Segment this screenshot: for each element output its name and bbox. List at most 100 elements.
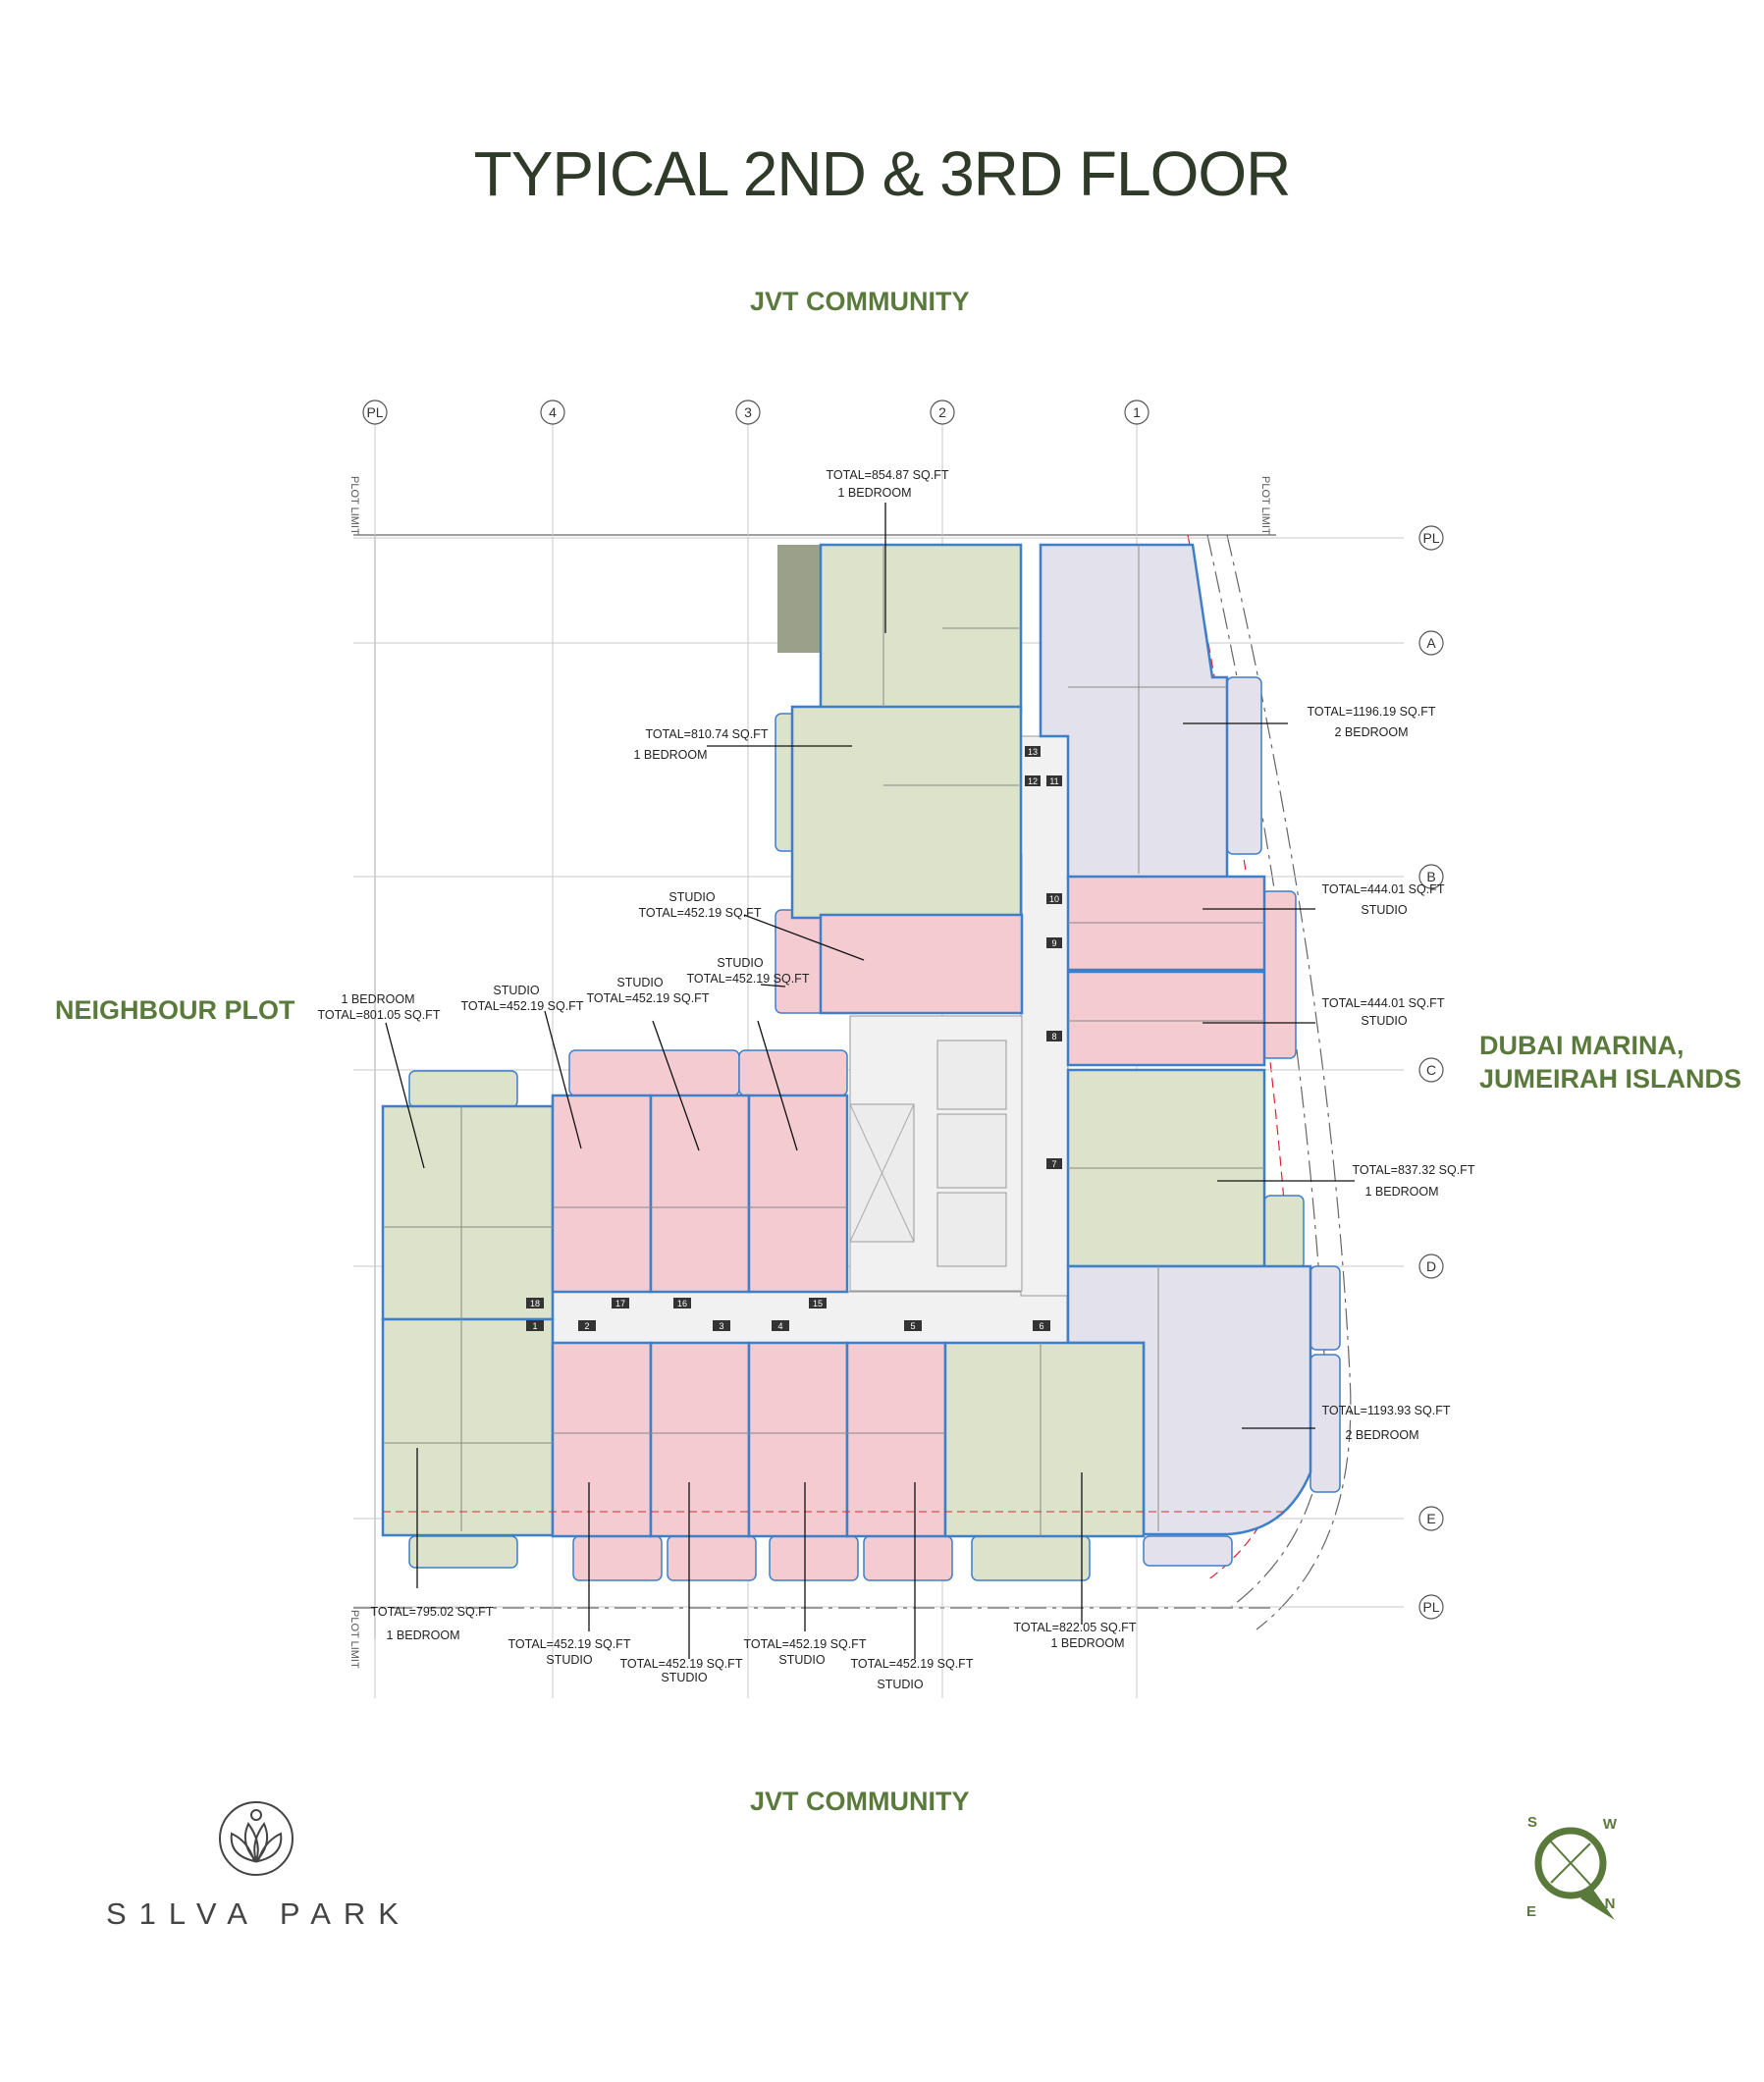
door-3: 3 xyxy=(719,1321,723,1331)
unit-label-type: 2 BEDROOM xyxy=(1345,1428,1418,1442)
door-8: 8 xyxy=(1051,1032,1056,1041)
unit-label-type: 1 BEDROOM xyxy=(1050,1636,1124,1650)
unit-label-area: TOTAL=452.19 SQ.FT xyxy=(639,906,762,920)
unit-studio-top-2 xyxy=(649,1094,751,1294)
north-label: JVT COMMUNITY xyxy=(750,287,970,316)
unit-label-area: TOTAL=837.32 SQ.FT xyxy=(1353,1163,1475,1177)
compass-letter-w: W xyxy=(1603,1816,1618,1833)
unit-label-type: 1 BEDROOM xyxy=(341,992,414,1006)
balconies xyxy=(408,545,1341,1581)
unit-1br-795 xyxy=(381,1317,555,1537)
unit-label-type: STUDIO xyxy=(717,956,764,970)
unit-1br-822 xyxy=(943,1341,1146,1538)
unit-label-type: 1 BEDROOM xyxy=(837,486,911,500)
unit-label-area: TOTAL=452.19 SQ.FT xyxy=(461,999,584,1013)
grid-row-b: B xyxy=(1426,869,1435,884)
compass-letter-n: N xyxy=(1605,1895,1616,1912)
door-4: 4 xyxy=(777,1321,782,1331)
compass-letter-e: E xyxy=(1526,1903,1536,1920)
grid-row-markers xyxy=(1418,525,1444,1620)
unit-label-area: TOTAL=452.19 SQ.FT xyxy=(744,1637,867,1651)
compass-letter-s: S xyxy=(1527,1814,1537,1831)
grid-row-a: A xyxy=(1426,635,1436,651)
door-6: 6 xyxy=(1039,1321,1043,1331)
grid-row-e: E xyxy=(1426,1511,1435,1526)
plot-limit-label-3: PLOT LIMIT xyxy=(348,1610,360,1669)
grid-row-pl-top: PL xyxy=(1422,530,1439,546)
unit-label-area: TOTAL=795.02 SQ.FT xyxy=(371,1605,494,1619)
unit-label-area: TOTAL=444.01 SQ.FT xyxy=(1322,996,1445,1010)
curved-boundary-inner xyxy=(1226,534,1352,1630)
leader-lines xyxy=(385,503,1355,1659)
door-5: 5 xyxy=(910,1321,915,1331)
unit-label-type: STUDIO xyxy=(661,1671,708,1684)
unit-studio-bottom-3 xyxy=(747,1341,849,1538)
unit-label-type: STUDIO xyxy=(616,976,664,989)
unit-label-area: TOTAL=854.87 SQ.FT xyxy=(827,468,949,482)
unit-label-area: TOTAL=452.19 SQ.FT xyxy=(851,1657,974,1671)
door-18: 18 xyxy=(530,1299,540,1308)
unit-label-type: 2 BEDROOM xyxy=(1334,725,1408,739)
unit-2br-1193 xyxy=(1066,1264,1312,1536)
unit-studio-bottom-1 xyxy=(551,1341,653,1538)
door-15: 15 xyxy=(813,1299,823,1308)
unit-studio-bottom-4 xyxy=(845,1341,947,1538)
door-2: 2 xyxy=(584,1321,589,1331)
unit-1br-801 xyxy=(381,1104,555,1321)
east-label-line1: DUBAI MARINA, xyxy=(1479,1031,1684,1060)
unit-label-type: 1 BEDROOM xyxy=(1364,1185,1438,1199)
interior-walls xyxy=(383,545,1286,1536)
door-17: 17 xyxy=(615,1299,625,1308)
unit-label-type: 1 BEDROOM xyxy=(386,1628,459,1642)
south-label: JVT COMMUNITY xyxy=(750,1787,970,1816)
unit-label-area: TOTAL=452.19 SQ.FT xyxy=(620,1657,743,1671)
door-16: 16 xyxy=(677,1299,687,1308)
unit-studio-a xyxy=(819,913,1024,1015)
door-7: 7 xyxy=(1051,1159,1056,1169)
door-10: 10 xyxy=(1049,894,1059,904)
apartment-units xyxy=(381,543,1312,1538)
door-9: 9 xyxy=(1051,938,1056,948)
unit-label-type: STUDIO xyxy=(1361,903,1408,917)
unit-label-type: 1 BEDROOM xyxy=(633,748,707,762)
grid-column-markers xyxy=(362,400,1149,425)
east-label-line2: JUMEIRAH ISLANDS xyxy=(1479,1064,1742,1094)
door-11: 11 xyxy=(1049,776,1058,786)
west-label: NEIGHBOUR PLOT xyxy=(55,995,295,1025)
grid-col-3: 3 xyxy=(744,404,752,420)
brand-name: S1LVA PARK xyxy=(106,1896,411,1931)
plot-limit-label-1: PLOT LIMIT xyxy=(348,476,360,535)
grid-col-2: 2 xyxy=(938,404,946,420)
unit-label-type: STUDIO xyxy=(546,1653,593,1667)
unit-label-type: STUDIO xyxy=(877,1678,924,1691)
unit-label-area: TOTAL=452.19 SQ.FT xyxy=(587,991,710,1005)
unit-label-area: TOTAL=444.01 SQ.FT xyxy=(1322,882,1445,896)
door-1: 1 xyxy=(532,1321,537,1331)
unit-label-area: TOTAL=452.19 SQ.FT xyxy=(687,972,810,986)
unit-studio-top-1 xyxy=(551,1094,653,1294)
unit-label-area: TOTAL=1196.19 SQ.FT xyxy=(1308,705,1436,719)
unit-label-area: TOTAL=452.19 SQ.FT xyxy=(508,1637,631,1651)
unit-studio-bottom-2 xyxy=(649,1341,751,1538)
door-12: 12 xyxy=(1028,776,1038,786)
unit-label-area: TOTAL=822.05 SQ.FT xyxy=(1014,1621,1137,1634)
grid-row-d: D xyxy=(1426,1258,1436,1274)
grid-col-1: 1 xyxy=(1133,404,1141,420)
unit-1br-810 xyxy=(790,705,1023,920)
grid-col-4: 4 xyxy=(549,404,557,420)
unit-studio-top-3 xyxy=(747,1094,849,1294)
unit-label-area: TOTAL=1193.93 SQ.FT xyxy=(1322,1404,1451,1417)
unit-2br-1196 xyxy=(1039,543,1229,881)
grid-row-pl-bottom: PL xyxy=(1422,1599,1439,1615)
page-title: TYPICAL 2ND & 3RD FLOOR xyxy=(473,138,1292,209)
unit-label-area: TOTAL=810.74 SQ.FT xyxy=(646,727,769,741)
unit-label-type: STUDIO xyxy=(668,890,716,904)
grid-col-pl: PL xyxy=(366,404,383,420)
unit-label-type: STUDIO xyxy=(778,1653,826,1667)
silva-park-logo-icon xyxy=(219,1801,294,1876)
unit-label-type: STUDIO xyxy=(1361,1014,1408,1028)
compass-icon: S W E N xyxy=(1526,1814,1618,1920)
unit-label-area: TOTAL=801.05 SQ.FT xyxy=(318,1008,441,1022)
unit-studio-444-b xyxy=(1066,970,1266,1067)
